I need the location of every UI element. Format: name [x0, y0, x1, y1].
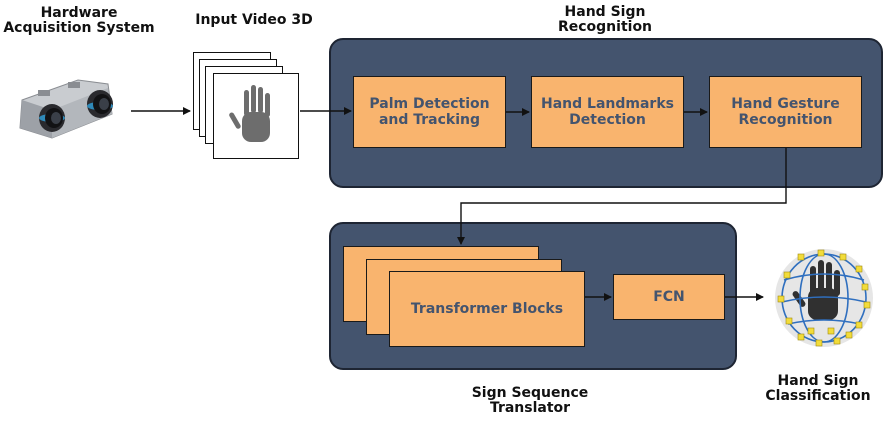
input-video-label: Input Video 3D	[195, 12, 313, 28]
hardware-acquisition-label: Hardware Acquisition System	[3, 5, 155, 36]
transformer-blocks-box: Transformer Blocks	[389, 271, 585, 347]
hand-gesture-box: Hand Gesture Recognition	[709, 76, 862, 148]
sign-sequence-translator-label: Sign Sequence Translator	[471, 385, 589, 416]
stereo-camera-image	[8, 70, 130, 148]
palm-detection-box: Palm Detection and Tracking	[353, 76, 506, 148]
hand-sign-classification-image	[768, 244, 880, 354]
hand-landmarks-box: Hand Landmarks Detection	[531, 76, 684, 148]
fcn-box: FCN	[613, 274, 725, 320]
hand-depth-icon	[214, 74, 297, 157]
video-frame-front	[213, 73, 299, 159]
hand-sign-classification-label: Hand Sign Classification	[765, 373, 871, 404]
arrow-gesture-to-transformer	[457, 148, 787, 245]
hand-sign-recognition-label: Hand Sign Recognition	[557, 4, 653, 35]
